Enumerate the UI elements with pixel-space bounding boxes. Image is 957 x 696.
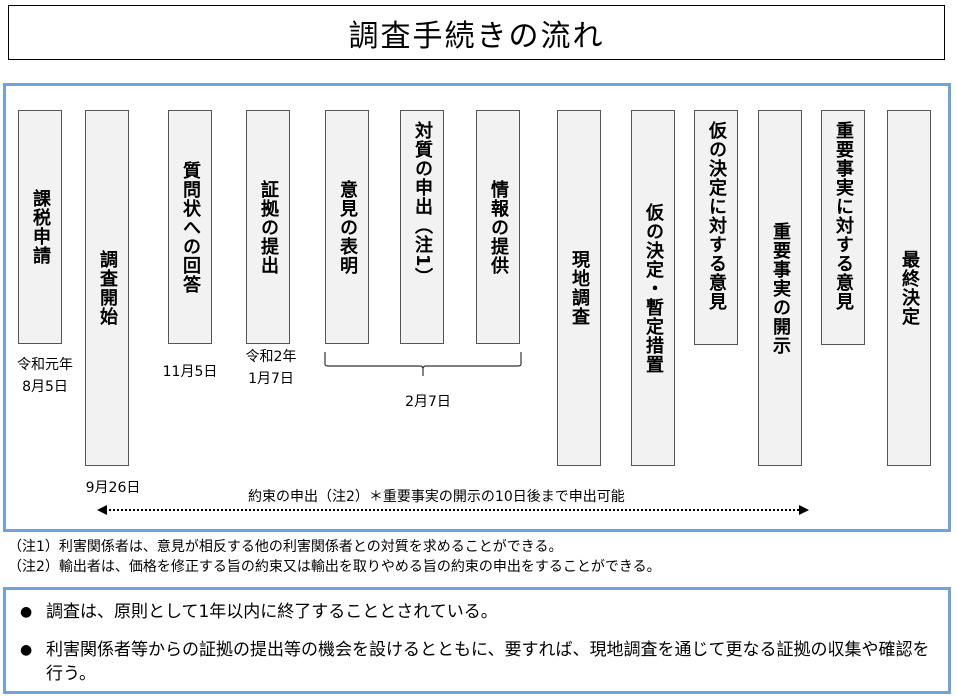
bullet-text: 利害関係者等からの証拠の提出等の機会を設けるとともに、要すれば、現地調査を通じて… [46, 640, 930, 684]
note-1: （注1）利害関係者は、意見が相反する他の利害関係者との対質を求めることができる。 [8, 539, 563, 555]
page-title: 調査手続きの流れ [8, 5, 945, 60]
step-label: 最終決定 [899, 250, 920, 326]
dotted-arrow-icon [97, 505, 809, 515]
step-label: 意見の表明 [337, 179, 358, 275]
step-label: 証拠の提出 [258, 179, 279, 275]
step-label: 課税申請 [30, 189, 51, 265]
step-onsite-investigation: 現地調査 [557, 110, 601, 466]
date-evidence: 令和2年 1月7日 [231, 346, 311, 390]
step-essential-facts-disclosure: 重要事実の開示 [758, 110, 802, 466]
step-investigation-start: 調査開始 [85, 110, 129, 466]
date-start: 9月26日 [85, 480, 141, 496]
bullet-text: 調査は、原則として1年以内に終了することとされている。 [46, 602, 498, 622]
bullet-icon: ● [20, 642, 33, 658]
step-tax-application: 課税申請 [18, 110, 62, 344]
date-questionnaire: 11月5日 [162, 364, 218, 380]
note-2: （注2）輸出者は、価格を修正する旨の約束又は輸出を取りやめる旨の約束の申出をする… [8, 559, 661, 575]
summary-panel [3, 587, 951, 694]
brace-icon [324, 352, 522, 376]
date-day: 1月7日 [248, 371, 294, 387]
step-confrontation-request: 対質の申出（注1） [400, 110, 444, 344]
step-evidence-submission: 証拠の提出 [246, 110, 290, 344]
step-provisional-opinion: 仮の決定に対する意見 [694, 110, 738, 345]
step-label: 情報の提供 [488, 179, 509, 275]
step-label: 質問状への回答 [180, 160, 201, 294]
step-label: 仮の決定に対する意見 [706, 121, 727, 311]
flow-panel [3, 83, 951, 532]
step-opinion-statement: 意見の表明 [325, 110, 369, 344]
date-year: 令和2年 [245, 349, 297, 365]
step-label: 対質の申出（注1） [412, 121, 433, 287]
step-information-provision: 情報の提供 [476, 110, 520, 344]
step-label: 現地調査 [569, 250, 590, 326]
bullet-icon: ● [20, 604, 33, 620]
date-day: 8月5日 [22, 379, 68, 395]
step-label: 仮の決定・暫定措置 [643, 202, 664, 374]
date-year: 令和元年 [17, 357, 73, 373]
step-essential-facts-opinion: 重要事実に対する意見 [821, 110, 865, 345]
step-label: 重要事実の開示 [770, 221, 791, 355]
step-label: 調査開始 [97, 250, 118, 326]
step-final-decision: 最終決定 [887, 110, 931, 466]
step-questionnaire-response: 質問状への回答 [168, 110, 212, 344]
bullet-item: ● 利害関係者等からの証拠の提出等の機会を設けるとともに、要すれば、現地調査を通じ… [20, 638, 940, 686]
date-opinion-group: 2月7日 [405, 394, 451, 410]
step-label: 重要事実に対する意見 [833, 121, 854, 311]
date-application: 令和元年 8月5日 [5, 354, 85, 398]
step-provisional-decision: 仮の決定・暫定措置 [631, 110, 675, 466]
arrow-label: 約束の申出（注2）＊重要事実の開示の10日後まで申出可能 [248, 489, 625, 505]
bullet-item: ● 調査は、原則として1年以内に終了することとされている。 [20, 600, 940, 624]
